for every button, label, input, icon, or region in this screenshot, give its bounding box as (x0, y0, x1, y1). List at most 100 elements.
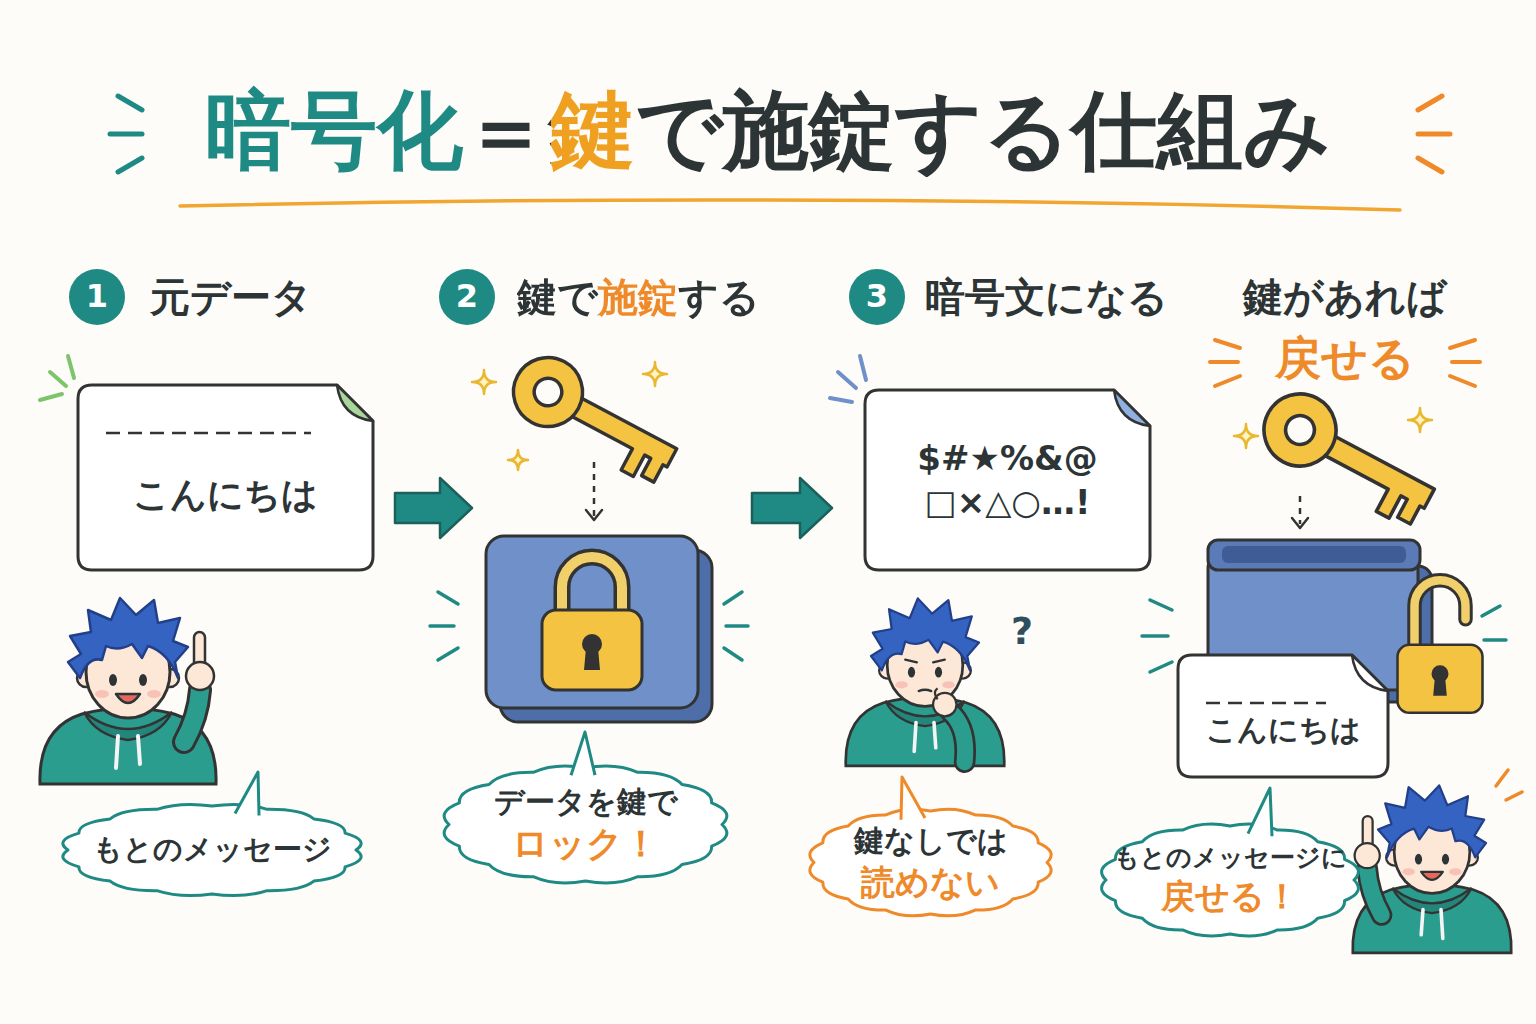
accent-stroke (724, 648, 742, 660)
hoodie-string (116, 736, 140, 768)
eye (139, 674, 147, 686)
card-outline (865, 390, 1150, 570)
finger (935, 688, 938, 699)
accent-stroke (1484, 638, 1506, 642)
padlock-body (1398, 645, 1483, 713)
question-mark: ? (1011, 611, 1033, 653)
sparkle (1408, 408, 1432, 432)
accent-stroke (1450, 340, 1475, 348)
node-outline (865, 390, 1150, 570)
eye (109, 674, 117, 686)
blush (895, 681, 908, 688)
blush (1449, 868, 1462, 875)
step-number: 1 (69, 269, 125, 325)
card-outline (1178, 655, 1388, 777)
accent-stroke (1142, 634, 1168, 638)
hair (68, 598, 188, 678)
node-text: もとのメッセージ (93, 831, 332, 869)
node-text: 戻せる！ (1161, 874, 1299, 918)
bubble-outline (1102, 824, 1359, 936)
node-text: データを鍵で (494, 782, 678, 821)
accent-stroke (1506, 792, 1522, 800)
speech-bubble: もとのメッセージ (62, 800, 362, 900)
accent-stroke (438, 592, 458, 604)
flow-arrow (395, 478, 472, 538)
key (1251, 381, 1446, 530)
accent-stroke (724, 592, 742, 604)
title-underline (180, 200, 1400, 210)
safe-front (486, 536, 698, 708)
step-title: 暗号文になる (925, 275, 1168, 319)
step-title: 鍵があれば (1243, 275, 1447, 319)
accent-stroke (50, 372, 66, 386)
blush (942, 681, 955, 688)
accent-stroke (118, 158, 142, 172)
padlock-shackle-outline (562, 557, 622, 612)
accent-stroke (110, 132, 142, 137)
accent-stroke (830, 398, 852, 402)
blush (147, 690, 161, 698)
number-circle (439, 269, 495, 325)
speech-bubble: 鍵なしでは読めない (808, 805, 1053, 920)
hair (1378, 785, 1486, 857)
box-rim (1208, 540, 1420, 570)
boy-character (846, 598, 1005, 765)
accent-stroke (838, 372, 856, 388)
node-text: $#★%&@ □×△○…! (893, 436, 1123, 524)
arrow-head (586, 510, 602, 520)
accent-stroke (1418, 132, 1450, 137)
boy-character (1353, 785, 1512, 952)
mouth (1421, 872, 1443, 880)
document-card: こんにちは (78, 385, 373, 570)
node-text: 3 (866, 276, 888, 318)
accent-stroke (430, 624, 454, 628)
accent-stroke (1418, 96, 1442, 110)
sleeve (950, 712, 965, 762)
bubble-tail (1248, 788, 1272, 836)
accent-stroke (1210, 360, 1238, 364)
eye (935, 667, 942, 678)
step-emphasis: 戻せる (1275, 333, 1415, 384)
card-fold (1352, 655, 1388, 691)
padlock-shackle-outline (1415, 580, 1466, 646)
node-text: こんにちは (1206, 710, 1361, 749)
accent-stroke (1215, 376, 1240, 386)
eye (1442, 854, 1449, 865)
dashed-arrow (593, 462, 596, 516)
keyhole-slot (584, 648, 600, 670)
accent-stroke (1150, 662, 1172, 672)
step-title: 元データ (150, 275, 312, 319)
accent-stroke (1150, 600, 1172, 610)
padlock (1398, 580, 1483, 713)
card-dash (106, 432, 311, 435)
card-dash (1206, 702, 1326, 705)
step-title: 鍵で施錠する (517, 275, 760, 319)
accent-stroke (726, 624, 748, 628)
sleeve-fill (950, 712, 965, 762)
arrow-head (1292, 518, 1308, 528)
mouth (116, 694, 140, 703)
accent-stroke (1215, 340, 1240, 348)
accent-stroke (68, 356, 74, 378)
card-fold (1114, 390, 1150, 426)
key-ring (501, 345, 594, 438)
hand (186, 662, 214, 690)
sleeve (1367, 868, 1381, 915)
document-card: こんにちは (1178, 655, 1388, 777)
title: 暗号化＝鍵で施錠する仕組み (205, 83, 1331, 178)
key-ring (1251, 381, 1348, 478)
sleeve (184, 690, 200, 742)
flow-arrow (752, 478, 832, 538)
step-number: 3 (849, 269, 905, 325)
accent-stroke (1496, 770, 1508, 786)
dashed-arrow (1299, 496, 1302, 524)
node-text: ロック！ (512, 821, 659, 868)
card-fold (337, 385, 373, 421)
hand (1355, 843, 1380, 868)
bubble-outline (444, 766, 727, 883)
ciphertext-card: $#★%&@ □×△○…! (865, 390, 1150, 570)
keyhole-slot (1433, 677, 1447, 696)
accent-stroke (860, 356, 866, 380)
card-outline (78, 385, 373, 570)
padlock-body (542, 610, 642, 690)
